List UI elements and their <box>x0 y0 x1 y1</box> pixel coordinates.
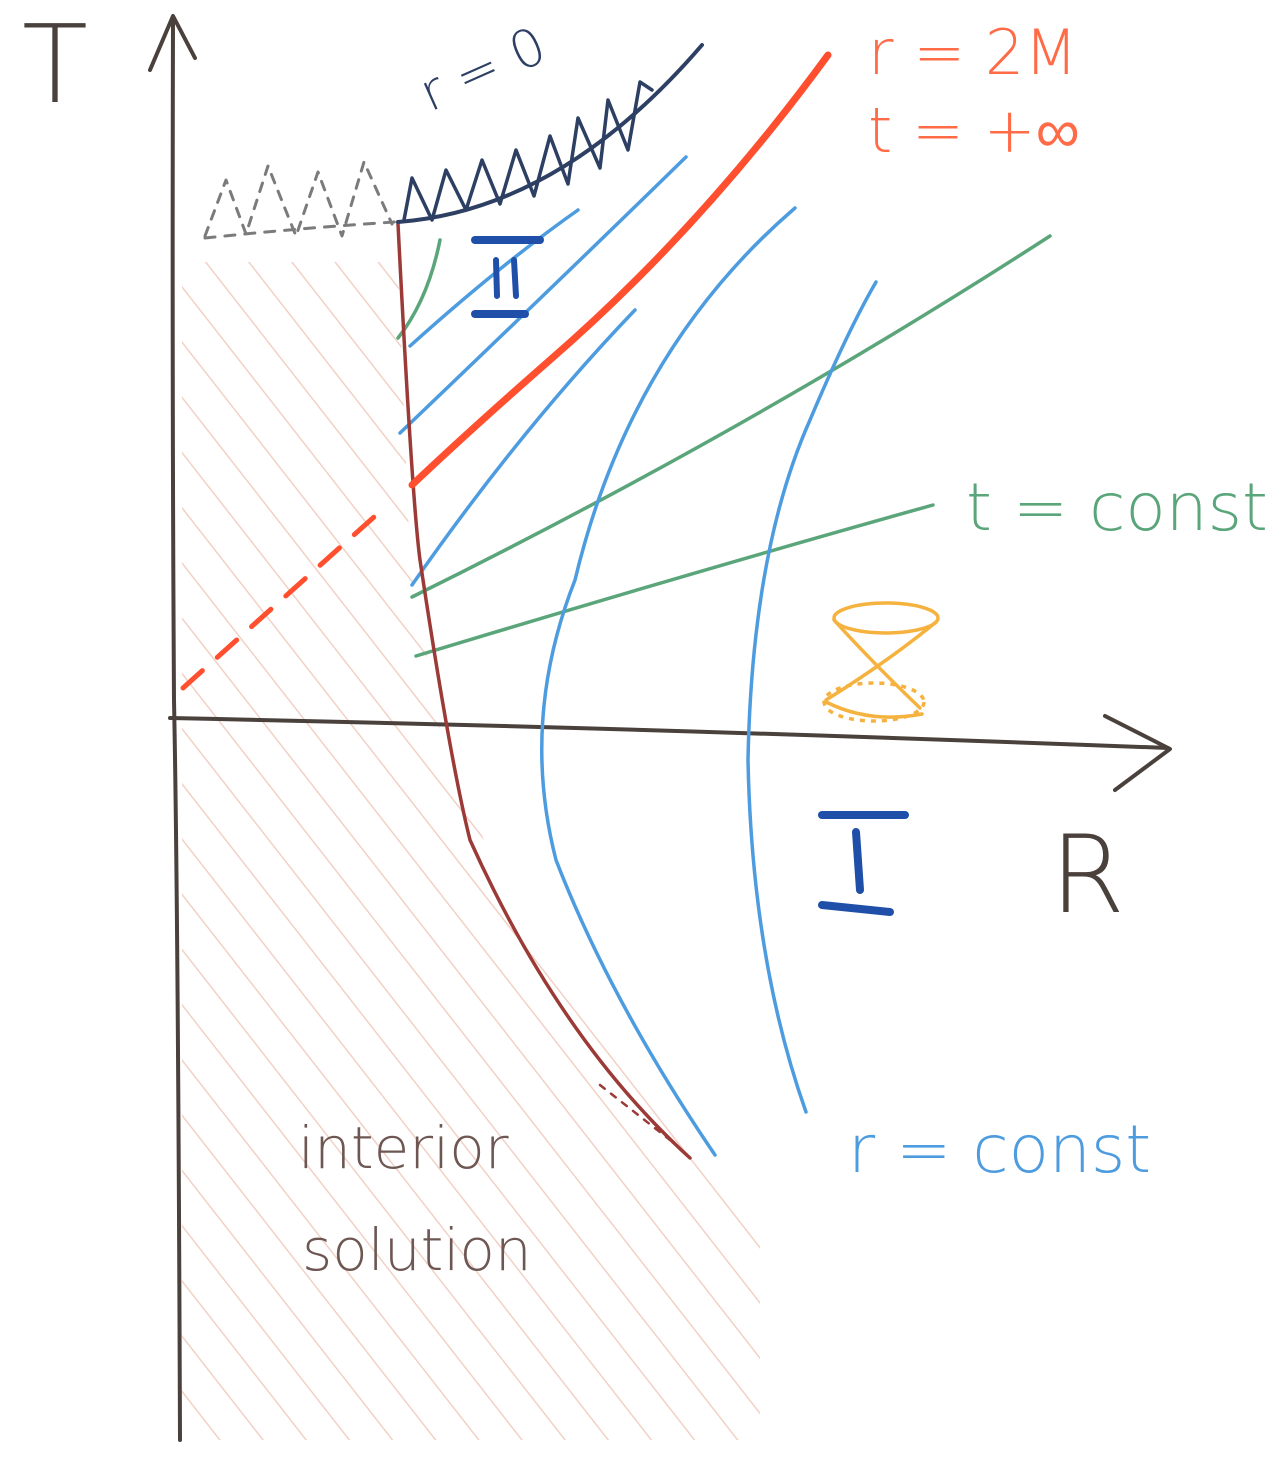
interior-label-line1: interior <box>298 1114 509 1182</box>
horizon-label-line2: t = +∞ <box>868 94 1080 167</box>
r-axis-label: R <box>1050 813 1125 938</box>
singularity-line <box>396 43 704 224</box>
region-one-marker: I <box>818 811 909 916</box>
star-surface-tail <box>598 1083 672 1142</box>
region-two-marker: II <box>471 236 544 318</box>
t-axis <box>148 14 197 1442</box>
interior-label-line2: solution <box>302 1216 532 1284</box>
light-cone-icon <box>822 601 940 723</box>
r-axis <box>168 714 1172 792</box>
star-surface-line <box>396 222 692 1160</box>
r-const-lines <box>398 155 878 1157</box>
t-const-label: t = const <box>966 469 1268 546</box>
ghost-singularity-zigzag <box>203 160 394 238</box>
ghost-singularity-baseline <box>203 220 397 240</box>
horizon-line <box>180 51 832 691</box>
horizon-label-line1: r = 2M <box>868 16 1078 89</box>
r-const-label: r = const <box>848 1111 1151 1188</box>
t-const-lines <box>396 234 1052 658</box>
t-axis-label: T <box>22 3 88 128</box>
region-two-label: II <box>500 299 501 301</box>
singularity-label: r = 0 <box>411 16 555 124</box>
